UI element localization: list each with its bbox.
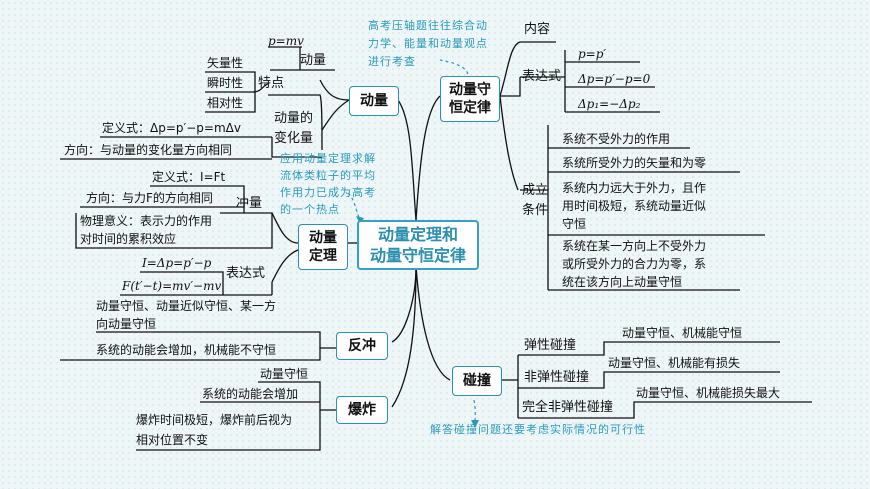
conservation-content-label: 内容 <box>524 22 551 37</box>
conservation-expression-2: Δp=p′−p=0 <box>578 72 651 86</box>
explosion-item-3b: 相对位置不变 <box>136 433 209 447</box>
collision-type-elastic: 弹性碰撞 <box>524 338 577 353</box>
characteristics-label: 特点 <box>258 76 285 91</box>
impulse-direction: 方向：与力F的方向相同 <box>86 191 213 205</box>
collision-desc-inelastic: 动量守恒、机械能有损失 <box>608 356 741 370</box>
note-theorem-line4: 的一个热点 <box>280 203 340 216</box>
node-conservation-law-line2: 恒定律 <box>449 100 491 116</box>
theorem-expression-label: 表达式 <box>226 266 266 281</box>
node-momentum-theorem-line1: 动量 <box>309 230 337 246</box>
condition-3-line3: 守恒 <box>562 217 587 231</box>
impulse-meaning-2: 对时间的累积效应 <box>80 232 177 246</box>
note-exam-line1: 高考压轴题往往综合动 <box>368 19 488 32</box>
note-collision: 解答碰撞问题还要考虑实际情况的可行性 <box>430 423 646 436</box>
note-exam-line3: 进行考查 <box>368 55 416 68</box>
momentum-definition: p=mv <box>268 34 304 48</box>
collision-type-perfectly-inelastic: 完全非弹性碰撞 <box>522 400 614 415</box>
explosion-item-3a: 爆炸时间极短，爆炸前后视为 <box>136 413 293 427</box>
conservation-expression-1: p=p′ <box>578 47 607 61</box>
condition-2: 系统所受外力的矢量和为零 <box>562 156 707 170</box>
recoil-item-1b: 向动量守恒 <box>96 317 157 331</box>
impulse-meaning-1: 物理意义：表示力的作用 <box>80 214 213 228</box>
conservation-expression-3: Δp₁=−Δp₂ <box>578 97 641 111</box>
node-conservation-law: 动量守 恒定律 <box>440 76 500 122</box>
explosion-item-1: 动量守恒 <box>260 367 309 381</box>
characteristic-vector: 矢量性 <box>207 56 244 70</box>
recoil-item-2: 系统的动能会增加，机械能不守恒 <box>96 343 277 357</box>
collision-type-inelastic: 非弹性碰撞 <box>524 370 590 385</box>
theorem-expression-2: F(t′−t)=mv′−mv <box>122 279 222 293</box>
recoil-item-1a: 动量守恒、动量近似守恒、某一方 <box>96 299 277 313</box>
condition-label-1: 成立 <box>522 183 549 198</box>
node-momentum-theorem-line2: 定理 <box>309 248 337 264</box>
center-title-line2: 动量守恒定律 <box>369 246 466 265</box>
condition-label-2: 条件 <box>522 203 549 218</box>
node-momentum: 动量 <box>349 86 399 116</box>
condition-4-line1: 系统在某一方向上不受外力 <box>562 239 707 253</box>
collision-desc-elastic: 动量守恒、机械能守恒 <box>622 326 743 340</box>
note-theorem-line2: 流体类粒子的平均 <box>280 169 376 182</box>
collision-desc-perfectly-inelastic: 动量守恒、机械能损失最大 <box>636 386 781 400</box>
condition-4-line2: 或所受外力的合力为零，系 <box>562 257 707 271</box>
note-theorem-line1: 应用动量定理求解 <box>280 152 376 165</box>
characteristic-instantaneous: 瞬时性 <box>207 76 244 90</box>
node-conservation-law-line1: 动量守 <box>449 82 491 98</box>
condition-1: 系统不受外力的作用 <box>562 132 671 146</box>
change-direction: 方向：与动量的变化量方向相同 <box>64 143 233 157</box>
change-definition: 定义式：Δp=p′−p=mΔv <box>102 121 241 135</box>
note-theorem-line3: 作用力已成为高考 <box>280 186 376 199</box>
node-momentum-theorem: 动量 定理 <box>298 224 348 270</box>
condition-4-line3: 统在该方向上动量守恒 <box>562 275 683 289</box>
characteristics-label-top: 动量 <box>300 53 327 68</box>
center-title-line1: 动量定理和 <box>377 225 458 244</box>
node-explosion: 爆炸 <box>336 396 388 424</box>
condition-3-line1: 系统内力远大于外力，且作 <box>562 181 707 195</box>
node-collision: 碰撞 <box>452 366 502 396</box>
impulse-label: 冲量 <box>236 196 263 211</box>
conservation-expression-label: 表达式 <box>522 69 562 84</box>
change-label-1: 动量的 <box>274 111 314 126</box>
note-exam-line2: 力学、能量和动量观点 <box>368 37 488 50</box>
condition-3-line2: 用时间极短，系统动量近似 <box>562 199 707 213</box>
impulse-definition: 定义式：I=Ft <box>152 170 226 184</box>
change-label-2: 变化量 <box>274 131 314 146</box>
characteristic-relative: 相对性 <box>207 96 244 110</box>
theorem-expression-1: I=Δp=p′−p <box>142 256 212 270</box>
explosion-item-2: 系统的动能会增加 <box>202 387 299 401</box>
center-title: 动量定理和 动量守恒定律 <box>357 220 479 270</box>
node-recoil: 反冲 <box>336 332 388 360</box>
